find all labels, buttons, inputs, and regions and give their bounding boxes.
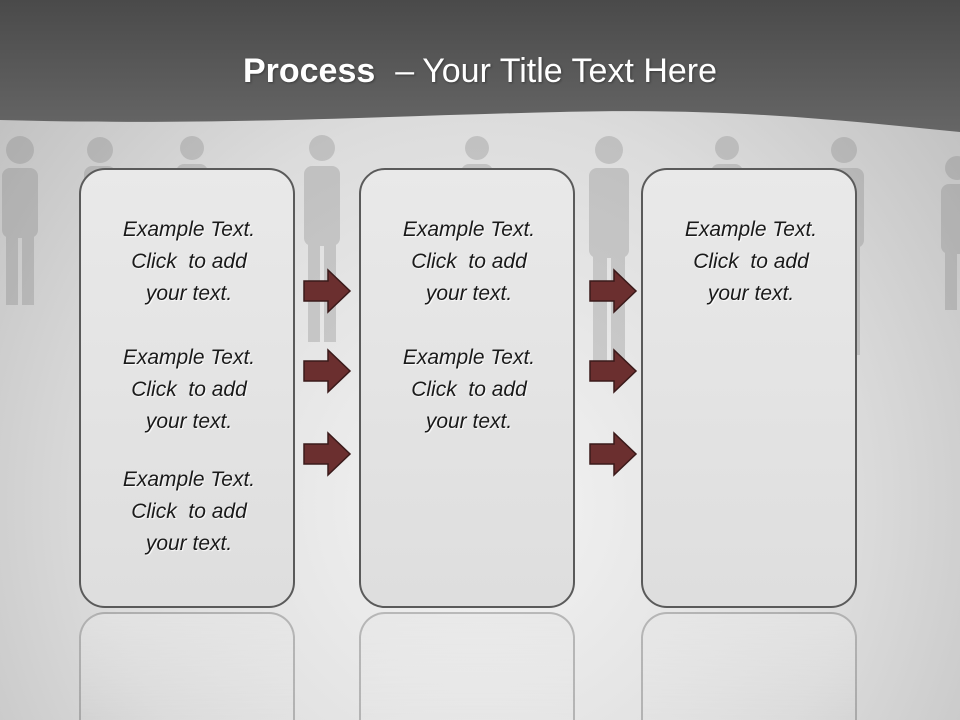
text-placeholder[interactable]: Example Text. Click to add your text. (81, 342, 297, 438)
panel-reflection-3 (641, 612, 857, 720)
text-line: Click to add (131, 378, 247, 401)
title-separator: – (395, 52, 415, 90)
text-placeholder[interactable]: Example Text. Click to add your text. (81, 464, 297, 560)
text-line: Click to add (411, 250, 527, 273)
text-line: your text. (425, 282, 513, 305)
arrow-right-icon[interactable] (588, 268, 638, 314)
arrow-right-icon[interactable] (302, 268, 352, 314)
text-line: Example Text. (122, 218, 256, 241)
text-line: Example Text. (122, 346, 256, 369)
text-line: Click to add (131, 250, 247, 273)
arrow-right-icon[interactable] (588, 348, 638, 394)
slide-title[interactable]: Process–Your Title Text Here (0, 52, 960, 91)
text-placeholder[interactable]: Example Text. Click to add your text. (361, 214, 577, 310)
arrow-right-icon[interactable] (588, 431, 638, 477)
text-line: Click to add (693, 250, 809, 273)
text-placeholder[interactable]: Example Text. Click to add your text. (81, 214, 297, 310)
arrow-right-icon[interactable] (302, 431, 352, 477)
text-line: Example Text. (402, 218, 536, 241)
text-line: Click to add (131, 500, 247, 523)
text-line: Example Text. (122, 468, 256, 491)
text-line: your text. (425, 410, 513, 433)
text-placeholder[interactable]: Example Text. Click to add your text. (361, 342, 577, 438)
header-band (0, 0, 960, 132)
text-line: your text. (707, 282, 795, 305)
process-panel-1: Example Text. Click to add your text. Ex… (79, 168, 295, 608)
process-panel-2: Example Text. Click to add your text. Ex… (359, 168, 575, 608)
text-placeholder[interactable]: Example Text. Click to add your text. (643, 214, 859, 310)
text-line: Example Text. (684, 218, 818, 241)
arrow-right-icon[interactable] (302, 348, 352, 394)
text-line: Click to add (411, 378, 527, 401)
text-line: your text. (145, 532, 233, 555)
panel-reflection-2 (359, 612, 575, 720)
text-line: your text. (145, 410, 233, 433)
panel-reflection-1 (79, 612, 295, 720)
text-line: Example Text. (402, 346, 536, 369)
text-line: your text. (145, 282, 233, 305)
title-bold: Process (242, 52, 376, 90)
title-rest: Your Title Text Here (422, 52, 718, 90)
process-panel-3: Example Text. Click to add your text. (641, 168, 857, 608)
